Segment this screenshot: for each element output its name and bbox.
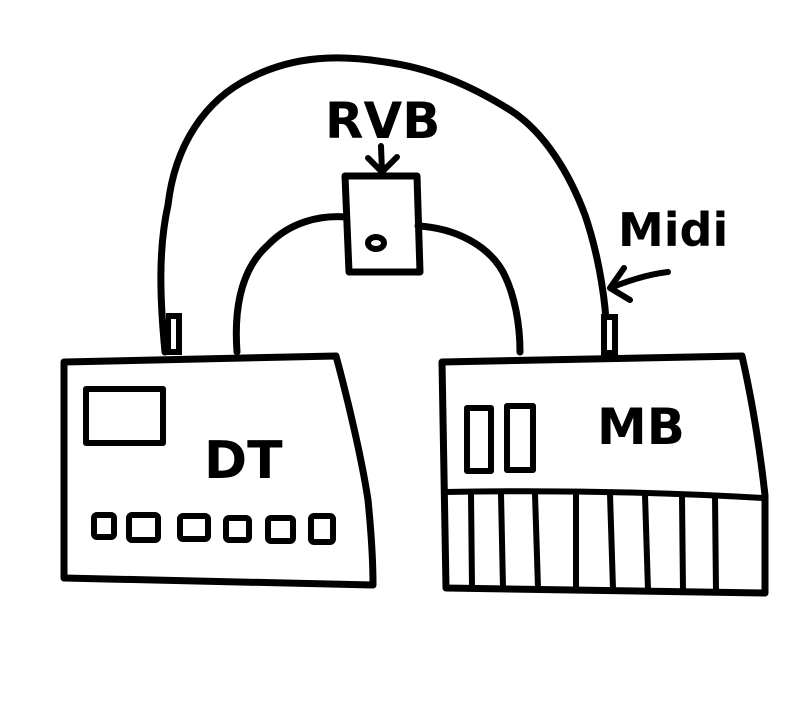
reverb-label: RVB [325, 92, 440, 150]
key-divider [468, 491, 475, 590]
synth-keybed-line [442, 488, 766, 501]
key-divider [607, 491, 616, 592]
audio-cable-out [414, 222, 524, 356]
key-divider [498, 491, 506, 591]
reverb-pedal [341, 172, 424, 276]
drum-pads [91, 512, 336, 545]
midi-label: Midi [618, 203, 728, 257]
midi-in-connector-highlight [607, 320, 612, 350]
key-divider [679, 493, 686, 594]
synth-slider [464, 405, 494, 474]
midi-cable [157, 54, 610, 356]
synth [438, 352, 769, 597]
drum-machine [60, 352, 377, 589]
drum-pad [91, 512, 117, 540]
drum-pad [126, 512, 161, 543]
midi-arrow-icon [607, 265, 671, 303]
audio-cable-in [232, 213, 350, 356]
drum-pad [308, 513, 336, 545]
synth-label: MB [597, 398, 685, 456]
midi-out-connector-highlight [171, 319, 176, 349]
drum-pad [265, 515, 296, 544]
key-divider [532, 491, 541, 591]
reverb-knob-icon [365, 234, 387, 252]
drum-pad [223, 515, 252, 543]
reverb-arrow-icon [365, 143, 400, 175]
drum-pad [177, 513, 211, 542]
drum-machine-label: DT [204, 431, 283, 491]
drum-machine-screen [83, 386, 166, 446]
key-divider [642, 492, 651, 593]
synth-keys [468, 491, 719, 595]
key-divider [712, 493, 719, 595]
synth-slider [504, 403, 536, 473]
